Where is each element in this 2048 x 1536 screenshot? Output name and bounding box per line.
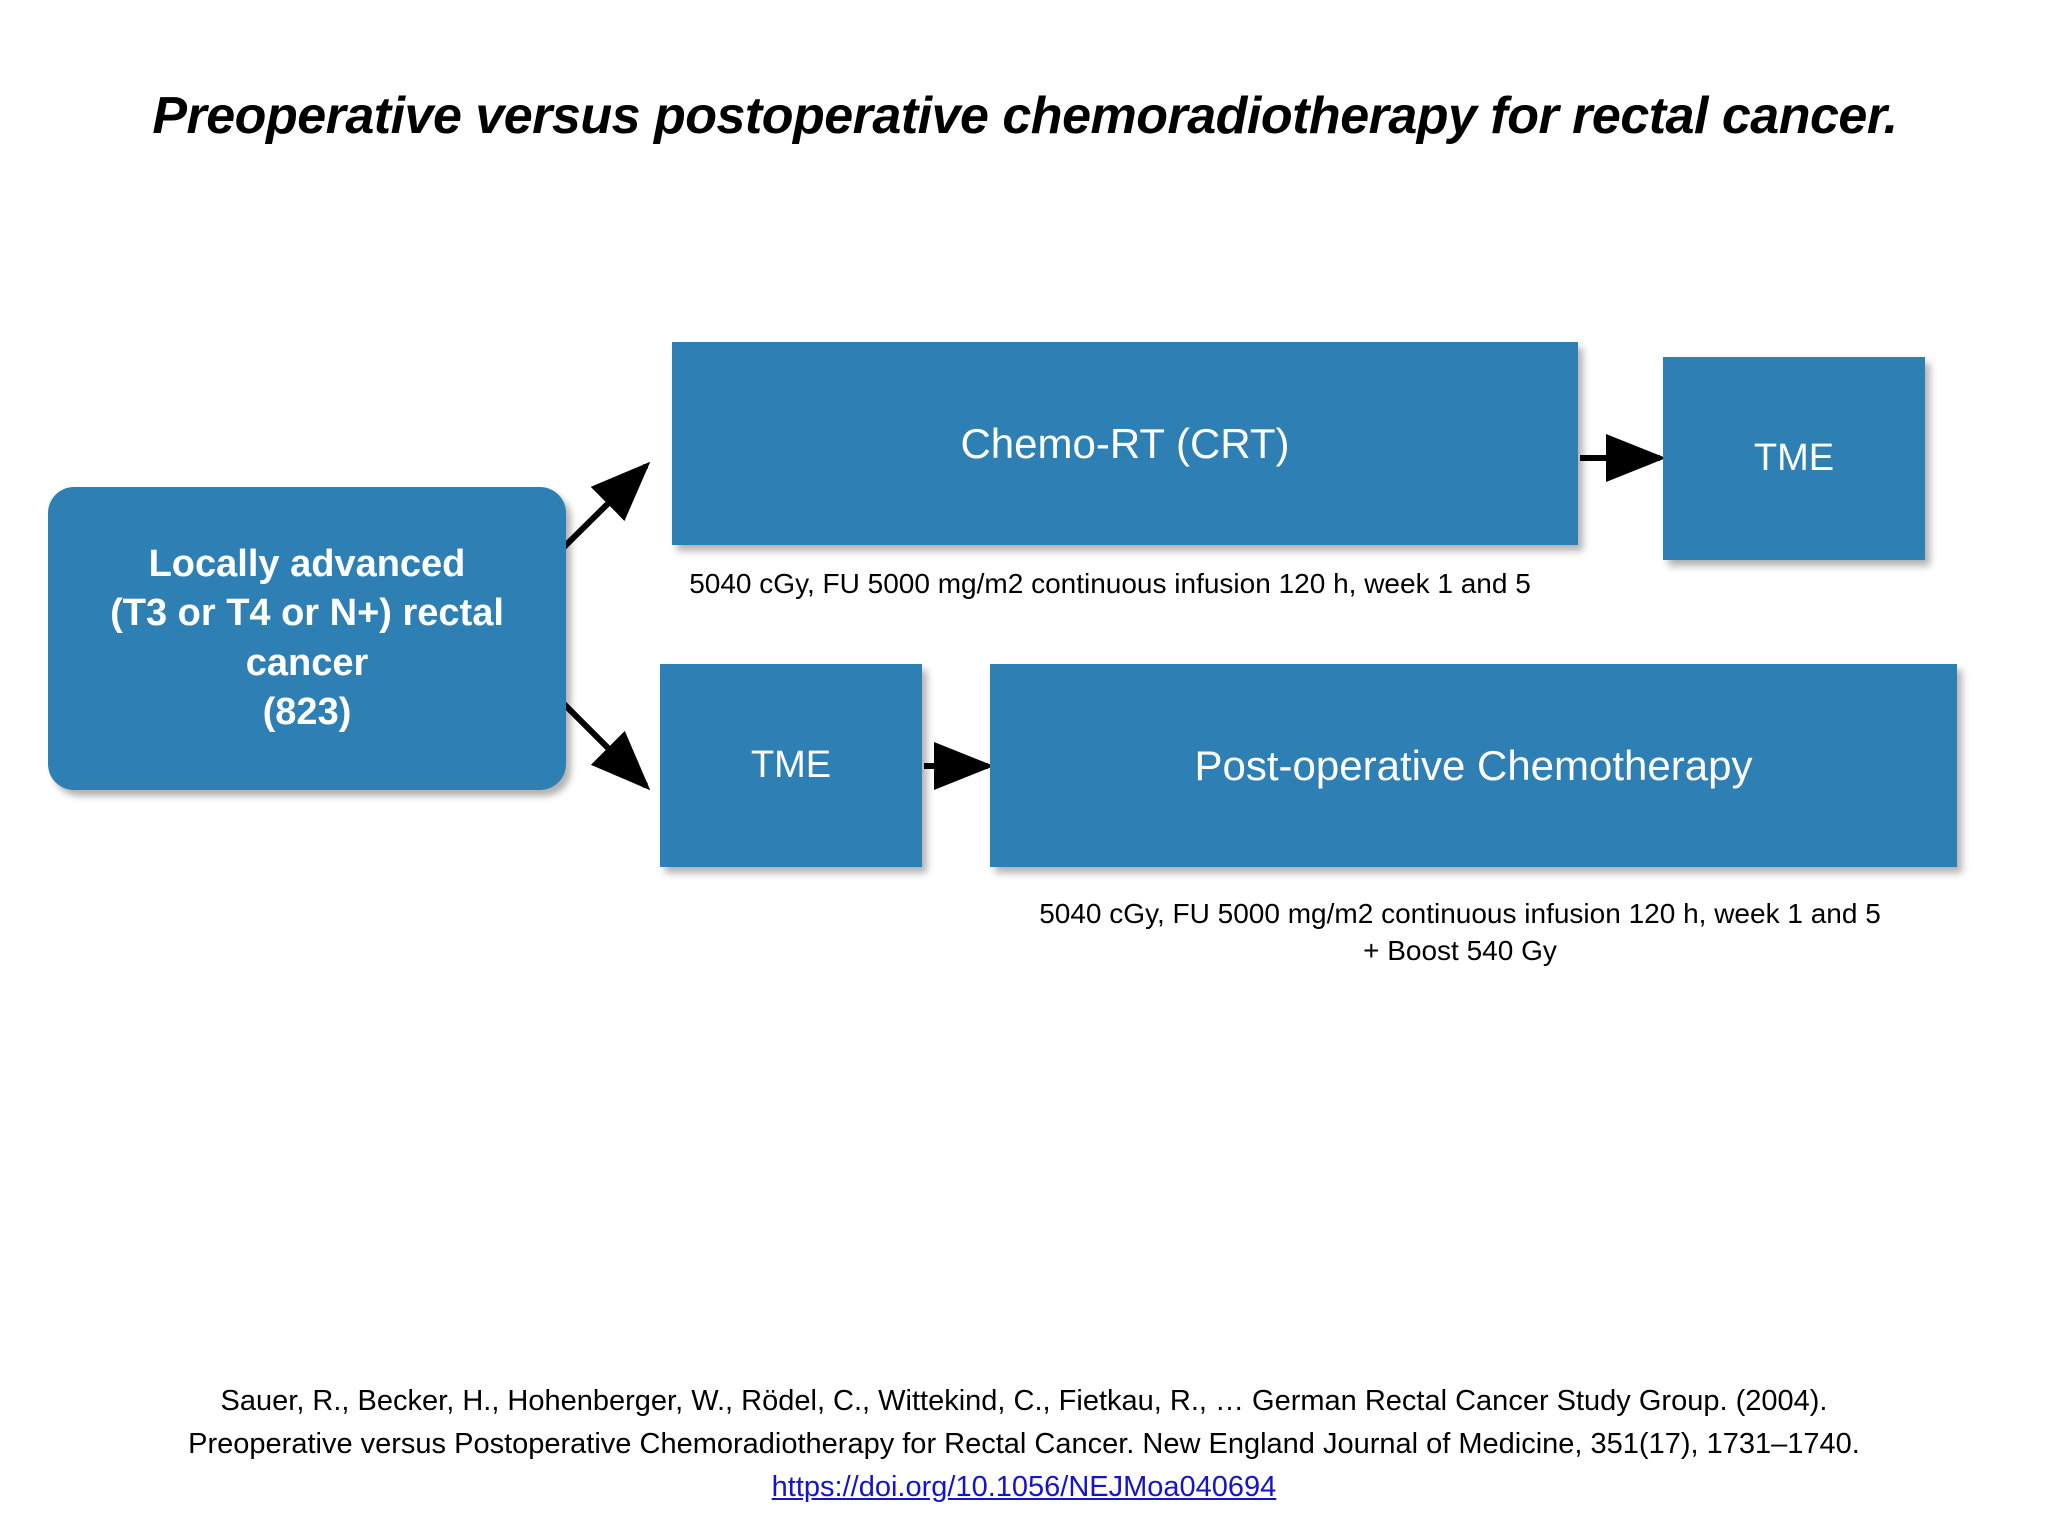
node-chemo-rt[interactable]: Chemo-RT (CRT): [672, 342, 1578, 545]
citation-doi-link[interactable]: https://doi.org/10.1056/NEJMoa040694: [771, 1470, 1277, 1503]
citation-line-2: Preoperative versus Postoperative Chemor…: [188, 1427, 1860, 1460]
node-locally-advanced-rectal-cancer[interactable]: Locally advanced (T3 or T4 or N+) rectal…: [48, 487, 566, 790]
edge-population-to-crt: [560, 461, 651, 551]
caption-crt-regimen: 5040 cGy, FU 5000 mg/m2 continuous infus…: [689, 568, 1531, 599]
node-tme-bottom-label: TME: [750, 744, 832, 786]
node-crt-label: Chemo-RT (CRT): [960, 419, 1290, 467]
node-tme-top-label: TME: [1753, 437, 1835, 479]
node-postop-chemo-label: Post-operative Chemotherapy: [1194, 741, 1753, 789]
page-title: Preoperative versus postoperative chemor…: [152, 87, 1898, 145]
citation-block: Sauer, R., Becker, H., Hohenberger, W., …: [24, 1380, 2024, 1509]
edge-population-to-tme: [561, 701, 651, 791]
node-population-label: Locally advanced (T3 or T4 or N+) rectal…: [110, 542, 504, 733]
node-tme-preoperative-arm[interactable]: TME: [1663, 357, 1925, 560]
node-tme-postoperative-arm[interactable]: TME: [660, 664, 922, 867]
caption-postop-regimen: 5040 cGy, FU 5000 mg/m2 continuous infus…: [1039, 898, 1881, 967]
node-post-operative-chemotherapy[interactable]: Post-operative Chemotherapy: [990, 664, 1957, 867]
citation-line-1: Sauer, R., Becker, H., Hohenberger, W., …: [220, 1385, 1828, 1417]
